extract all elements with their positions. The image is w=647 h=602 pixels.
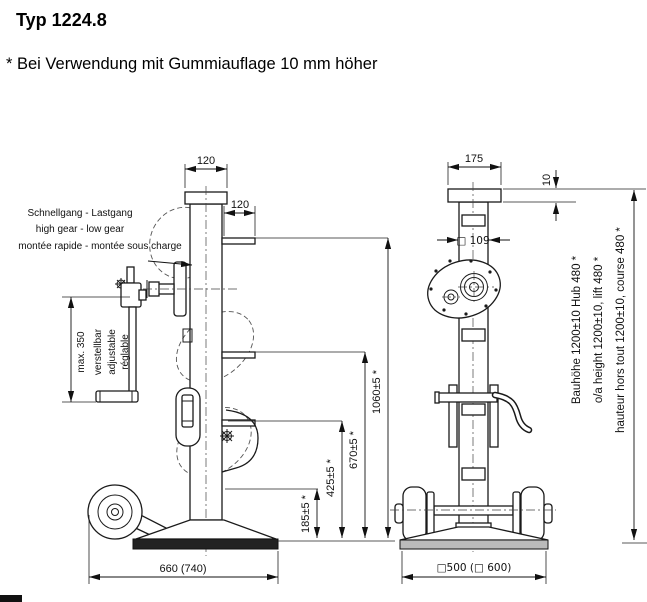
lock-bracket xyxy=(175,387,201,447)
column-tab xyxy=(182,328,193,343)
right-base-plate xyxy=(399,539,549,550)
gear-label-de: Schnellgang - Lastgang xyxy=(27,208,132,219)
slot-2 xyxy=(461,328,486,342)
support-plate-low xyxy=(221,419,256,427)
crank-pivot-pin xyxy=(126,266,135,284)
slot-3 xyxy=(461,403,486,416)
dim-base660: 660 (740) xyxy=(159,563,206,575)
support-plate-mid xyxy=(221,351,256,359)
phantom-gearbox-middle xyxy=(175,311,255,383)
gearbox-bolts xyxy=(429,259,498,316)
clamp-pin xyxy=(436,392,498,403)
height-label-en: o/a height 1200±10, lift 480 * xyxy=(593,256,605,403)
adjust-fr-label: réglable xyxy=(120,334,131,370)
dim-1060: 1060±5 * xyxy=(371,369,383,414)
left-base-plate xyxy=(132,538,279,550)
adjust-de-label: verstellbar xyxy=(93,328,104,375)
adjust-max-label: max. 350 xyxy=(76,331,87,373)
left-view: 120 120 185±5 * 425±5 * 670±5 * 1060±5 *… xyxy=(18,155,395,584)
gearbox-housing xyxy=(427,259,501,319)
left-tire xyxy=(402,486,427,542)
clamp-assembly xyxy=(434,384,533,448)
jockey-wheel xyxy=(87,484,143,540)
pivot-star-icon xyxy=(220,429,234,443)
dim-175: 175 xyxy=(465,153,483,165)
dim-185: 185±5 * xyxy=(300,494,312,533)
axle xyxy=(433,505,514,516)
dim-109: □ 109 xyxy=(456,235,489,247)
dim-670: 670±5 * xyxy=(348,430,360,469)
left-rim xyxy=(426,491,435,539)
crank-head-step xyxy=(138,289,147,301)
right-rim xyxy=(512,491,521,539)
right-view: 175 10 □ 109 □500 (□ 600) Bauhöhe 1200±1… xyxy=(390,153,647,584)
page-title: Typ 1224.8 xyxy=(16,10,107,30)
gear-label-fr: montée rapide - montée sous charge xyxy=(18,241,182,252)
swing-hook xyxy=(221,409,259,473)
crank-assembly xyxy=(95,266,147,403)
slot-1 xyxy=(461,214,486,227)
dim-425: 425±5 * xyxy=(325,458,337,497)
dim-bracket120: 120 xyxy=(231,199,249,211)
rubber-pad-note: * Bei Verwendung mit Gummiauflage 10 mm … xyxy=(6,55,378,73)
slot-4 xyxy=(461,467,486,481)
dim-base500: □500 (□ 600) xyxy=(437,562,512,574)
gear-label-en: high gear - low gear xyxy=(36,224,125,235)
dim-plate120: 120 xyxy=(197,155,215,167)
gear-label-arrow xyxy=(147,260,193,268)
left-hubcap xyxy=(394,503,404,524)
height-label-fr: hauteur hors tout 1200±10, course 480 * xyxy=(615,227,627,433)
adjust-en-label: adjustable xyxy=(107,329,118,375)
right-tire xyxy=(520,486,545,542)
dim-10: 10 xyxy=(541,174,553,186)
support-plate-top xyxy=(221,237,256,245)
scan-artifact xyxy=(0,595,22,602)
right-hubcap xyxy=(543,503,553,524)
height-label-de: Bauhöhe 1200±10 Hub 480 * xyxy=(571,255,583,404)
crank-head-body xyxy=(120,282,142,308)
crank-handle-grip xyxy=(95,390,139,403)
right-top-plate xyxy=(447,188,502,203)
